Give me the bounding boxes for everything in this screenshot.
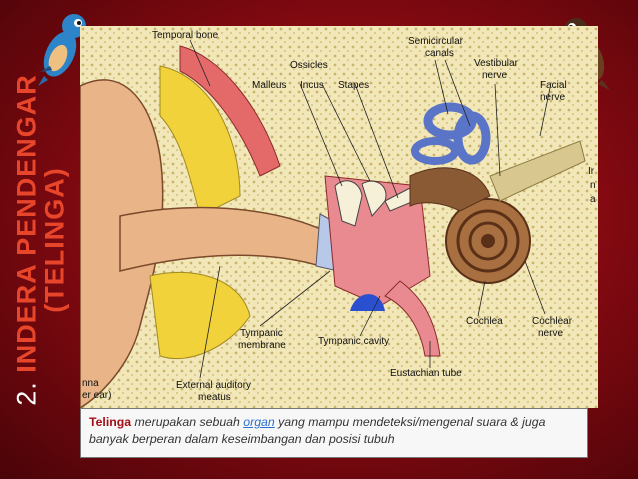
label-pinna-2: er ear) — [82, 390, 111, 401]
title-text: INDERA PENDENGAR — [11, 74, 42, 373]
label-vestibular: Vestibular — [474, 58, 519, 69]
label-n: n — [590, 180, 596, 191]
label-cochlea: Cochlea — [466, 316, 503, 327]
label-a: a — [590, 194, 596, 205]
label-external-2: meatus — [198, 392, 231, 403]
label-tympanic-membrane-2: membrane — [238, 340, 286, 351]
label-facial-nerve: nerve — [540, 92, 565, 103]
caption-link-organ[interactable]: organ — [243, 415, 275, 429]
title-line-1: 2. INDERA PENDENGAR — [11, 74, 42, 406]
ear-anatomy-diagram: Temporal bone Ossicles Semicircular cana… — [80, 26, 598, 408]
label-cochlear-nerve: nerve — [538, 328, 563, 339]
label-facial: Facial — [540, 80, 567, 91]
label-external-1: External auditory — [176, 380, 251, 391]
label-ir: Ir — [588, 166, 595, 177]
label-incus: Incus — [300, 80, 324, 91]
label-malleus: Malleus — [252, 80, 286, 91]
label-tympanic-membrane-1: Tympanic — [240, 328, 283, 339]
label-pinna-1: nna — [82, 378, 99, 389]
bird-left-image — [34, 6, 94, 93]
label-ossicles: Ossicles — [290, 60, 328, 71]
label-temporal-bone: Temporal bone — [152, 30, 219, 41]
caption-box: Telinga merupakan sebuah organ yang mamp… — [80, 408, 588, 458]
label-cochlear: Cochlear — [532, 316, 573, 327]
title-line-2: (TELINGA) — [40, 167, 70, 313]
caption-bold: Telinga — [89, 415, 132, 429]
caption-text-2: yang mampu mendeteksi/mengenal suara & j… — [89, 415, 546, 446]
label-tympanic-cavity: Tympanic cavity — [318, 336, 389, 347]
label-vestibular-nerve: nerve — [482, 70, 507, 81]
slide-number: 2. — [11, 381, 42, 406]
side-title: 2. INDERA PENDENGAR (TELINGA) — [2, 0, 80, 479]
label-stapes: Stapes — [338, 80, 369, 91]
caption-text-1: merupakan sebuah — [131, 415, 244, 429]
label-canals: canals — [425, 48, 454, 59]
label-eustachian-tube: Eustachian tube — [390, 368, 462, 379]
label-semicircular: Semicircular — [408, 36, 464, 47]
